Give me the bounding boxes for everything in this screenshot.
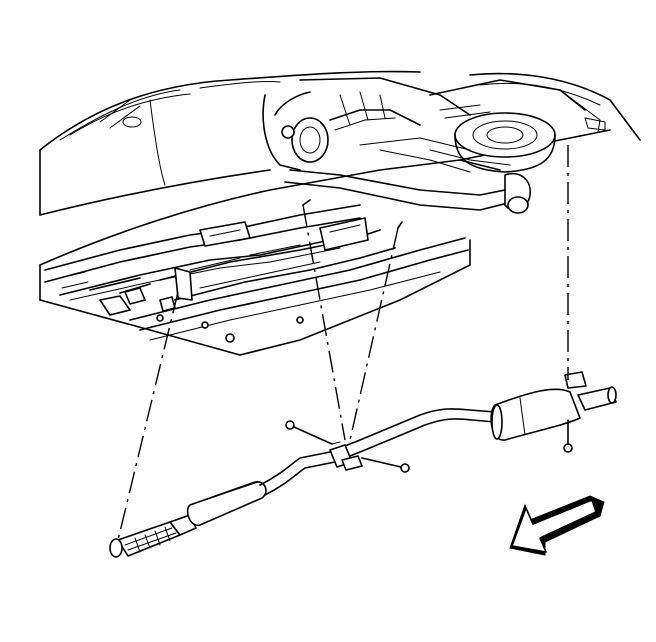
exhaust-hanger: [329, 441, 363, 471]
rear-suspension: [262, 77, 586, 214]
intermediate-pipe: [259, 408, 496, 496]
muffler: [490, 388, 581, 441]
front-of-vehicle-arrow: [509, 495, 605, 556]
resonator: [186, 481, 267, 527]
mounting-bolt: [285, 419, 573, 473]
leader-lines: [117, 145, 569, 541]
vehicle-underbody: [39, 129, 611, 356]
exhaust-system: [109, 371, 617, 558]
tailpipe: [564, 371, 617, 411]
